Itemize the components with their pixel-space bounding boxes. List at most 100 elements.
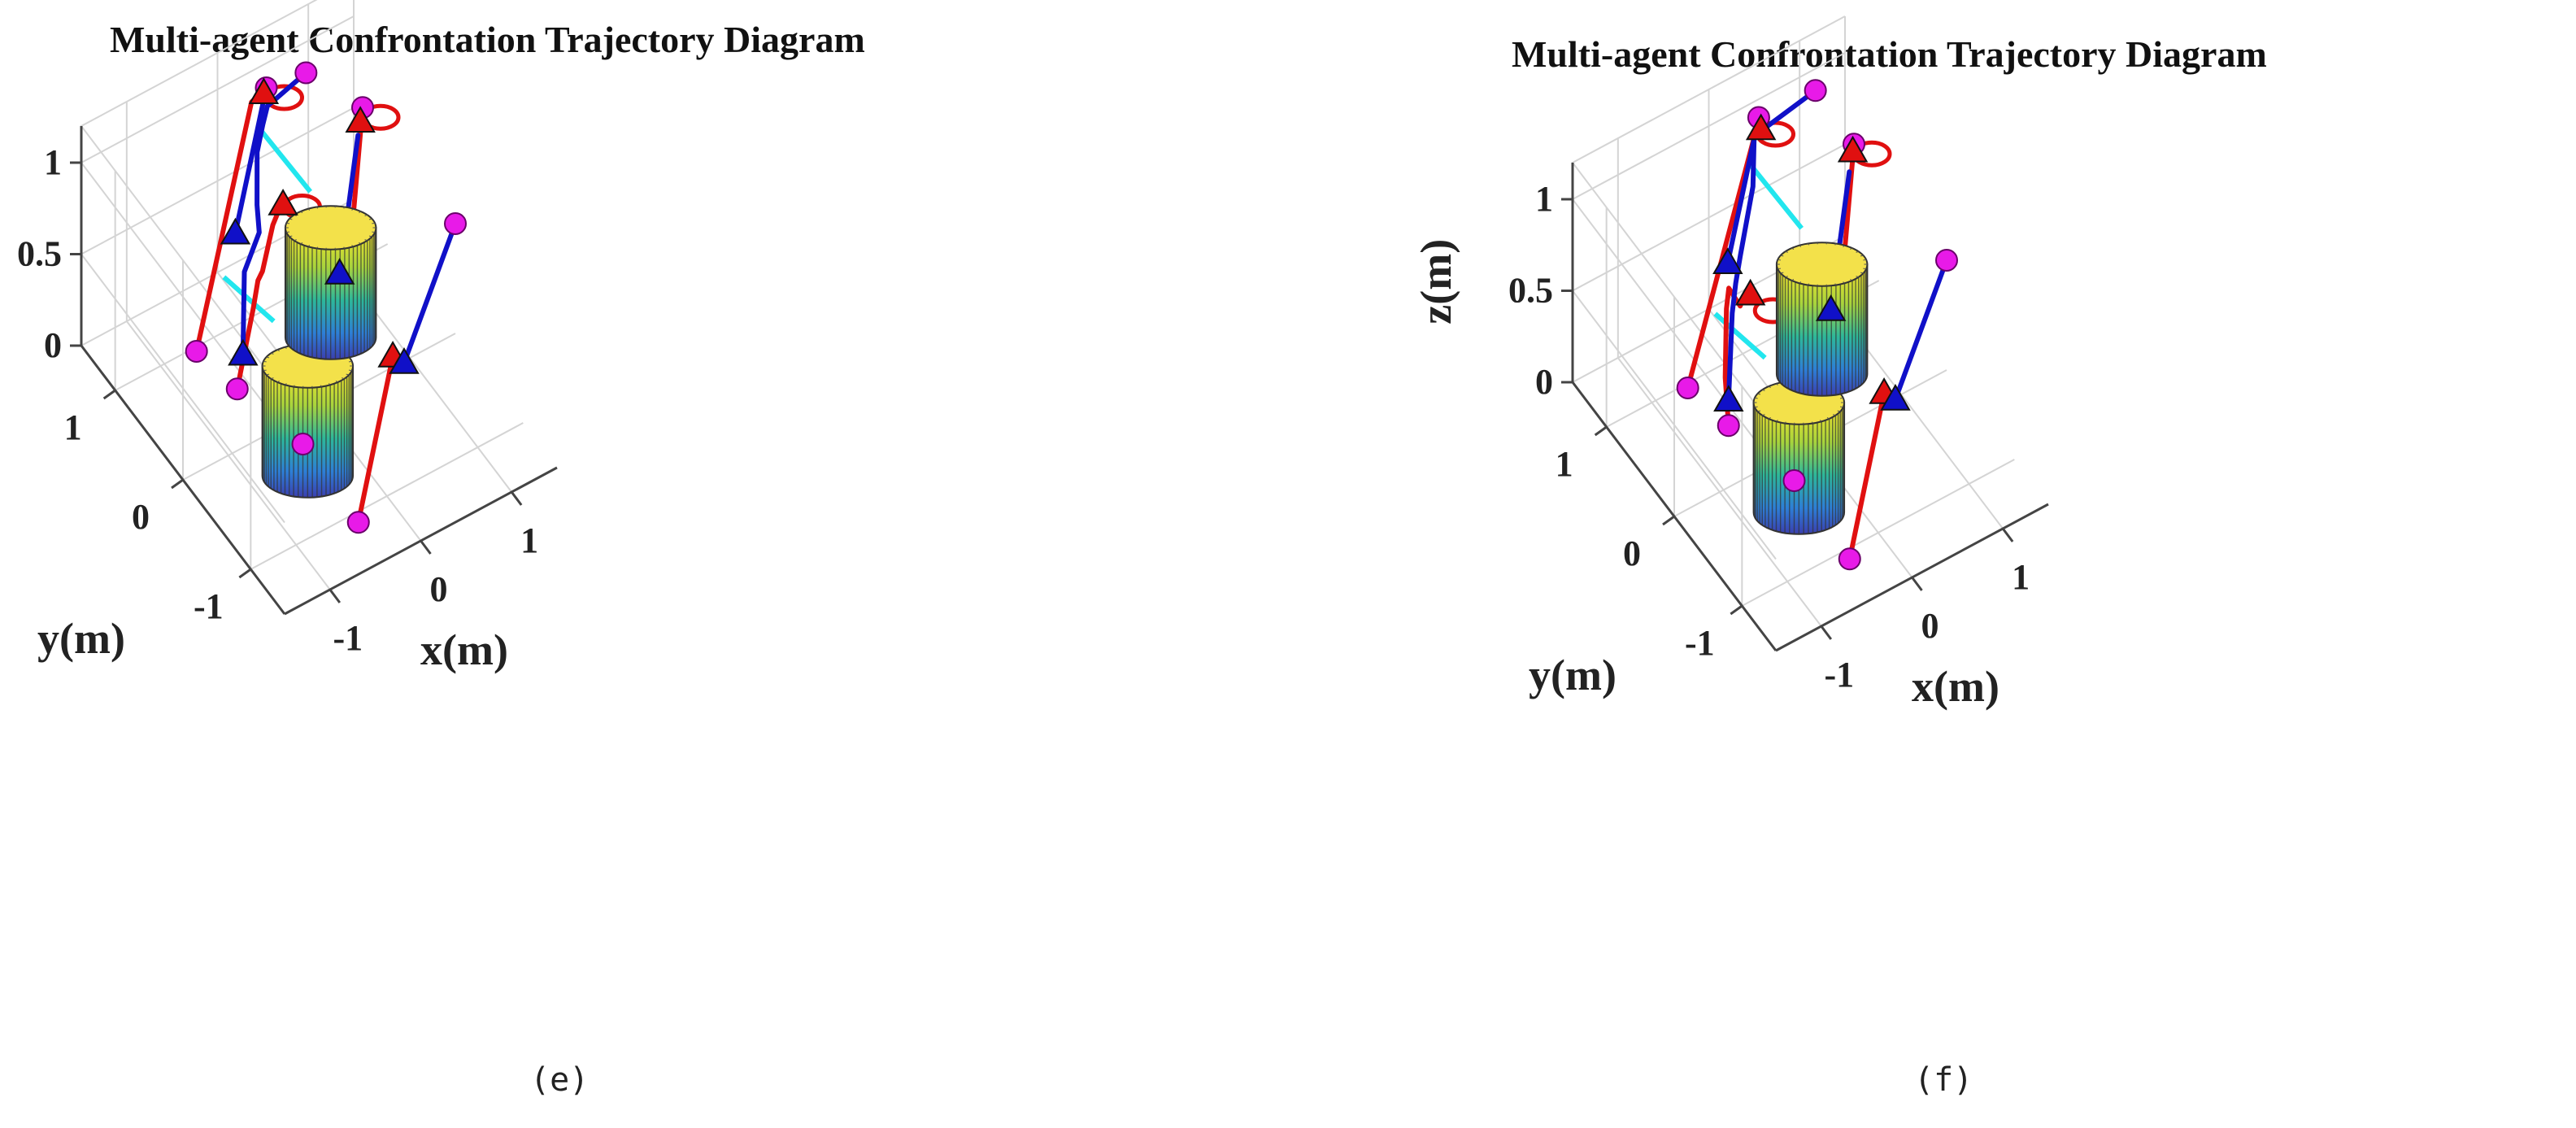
y-tick [238, 568, 252, 579]
chart-title: Multi-agent Confrontation Trajectory Dia… [110, 19, 865, 60]
obstacle-cylinder [1752, 380, 1846, 535]
start-marker [1838, 547, 1861, 571]
cylinder-top-rib [364, 214, 368, 216]
cylinder-top-rib [285, 383, 287, 385]
cylinder-top-rib [343, 207, 346, 209]
cylinder-top-rib [1799, 245, 1802, 247]
start-marker [1676, 377, 1699, 399]
cylinder-top-rib [1833, 414, 1836, 416]
start-marker [1717, 414, 1740, 438]
cylinder-top-rib [346, 373, 350, 376]
cylinder-top-rib [1762, 414, 1765, 416]
end-marker-triangle [1837, 135, 1869, 163]
z-axis-label: z(m) [1412, 239, 1460, 324]
z-tick-label: 0 [1535, 362, 1553, 402]
cylinder-top-rib [1819, 420, 1822, 422]
cyan-segment [1747, 162, 1804, 230]
cylinder-top-rib [271, 352, 274, 355]
start-marker [1782, 469, 1806, 492]
cylinder-top-rib [359, 242, 362, 245]
end-marker-triangle [1815, 294, 1847, 321]
trajectory-blue-front-1 [402, 221, 458, 365]
panel-label: (e) [530, 1061, 590, 1099]
x-tick [2001, 528, 2014, 542]
cylinder-top-rib [289, 218, 293, 220]
end-marker-triangle [1745, 113, 1777, 141]
cylinder-top-rib [266, 373, 270, 376]
y-tick-label: 1 [1556, 444, 1573, 484]
cylinder-top-rib [368, 235, 372, 237]
cylinder-top-rib [300, 211, 303, 213]
cylinder-top-rib [1757, 410, 1761, 412]
cylinder-top-rib [351, 208, 354, 211]
cylinder-top-rib [1768, 385, 1771, 388]
x-tick-label: 1 [520, 520, 538, 560]
z-tick-label: 1 [1535, 179, 1553, 219]
cylinder-top-rib [1791, 279, 1795, 281]
start-marker [1804, 79, 1827, 102]
cylinder-top-rib [1843, 281, 1845, 284]
cylinder-top-rib [271, 377, 274, 380]
z-tick-label: 0.5 [17, 234, 62, 274]
cylinder-top-rib [1860, 272, 1864, 274]
cylinder-top-rib [351, 245, 354, 247]
cylinder-top-rib [289, 235, 293, 237]
cyan-segment [222, 275, 276, 324]
cylinder-top-rib [1850, 279, 1853, 281]
end-marker-triangle [228, 338, 259, 366]
cylinder-top-rib [368, 218, 372, 220]
end-marker-triangle [389, 346, 420, 374]
cylinder-top-rib [1834, 283, 1837, 285]
cylinder-top-rib [342, 377, 345, 380]
trajectory-red-2 [234, 194, 287, 392]
cylinder-top-rib [343, 246, 346, 249]
cylinder-top-rib [316, 207, 319, 209]
cylinder-top-rib [320, 385, 322, 387]
cylinder-top-rib [276, 349, 280, 351]
y-tick-label: 0 [1623, 534, 1641, 573]
cylinder-top-rib [1856, 250, 1859, 253]
trajectory-blue-front-1 [1893, 258, 1949, 402]
panel-e: Multi-agent Confrontation Trajectory Dia… [17, 0, 865, 1099]
cylinder-top-rib [1791, 247, 1795, 250]
cylinder-top-rib [1784, 421, 1786, 424]
obstacle-cylinder [1775, 242, 1869, 397]
cylinder-top-rib [1850, 247, 1853, 250]
y-axis-label: y(m) [1529, 651, 1617, 699]
x-tick [510, 491, 523, 506]
y-tick [171, 478, 184, 490]
cylinder-top-rib [1843, 245, 1845, 247]
y-tick [102, 389, 116, 400]
cylinder-top [1775, 242, 1869, 287]
cylinder-top-rib [285, 346, 287, 349]
end-marker-triangle [1734, 278, 1766, 306]
end-marker-triangle [345, 106, 376, 133]
obstacle-cylinder [261, 343, 355, 499]
start-marker [291, 433, 315, 455]
x-tick [1911, 577, 1923, 591]
cylinder-top-rib [1780, 272, 1784, 274]
cyan-segment [1713, 311, 1767, 360]
z-tick-label: 0 [44, 325, 62, 365]
x-tick-label: 0 [1921, 606, 1939, 646]
cylinder-top-rib [294, 239, 297, 242]
x-axis-label: x(m) [1912, 662, 1999, 711]
trajectory-blue-3 [240, 70, 309, 357]
x-tick [329, 589, 342, 603]
cylinder-top-rib [1826, 417, 1830, 420]
z-tick-label: 1 [44, 142, 62, 182]
cylinder-top-rib [364, 239, 368, 242]
z-tick-label: 0.5 [1508, 271, 1553, 311]
y-tick-label: 0 [132, 497, 150, 537]
x-axis-label: x(m) [420, 625, 508, 674]
trajectory-blue-1 [233, 85, 269, 236]
y-tick-label: -1 [1685, 623, 1715, 663]
cylinder-top-rib [1776, 383, 1778, 385]
x-tick-label: 0 [430, 569, 448, 609]
start-marker [294, 61, 318, 85]
cylinder-top-rib [1776, 420, 1778, 422]
end-marker-triangle [248, 77, 280, 105]
cylinder-top-rib [1860, 255, 1864, 257]
start-marker [346, 511, 370, 534]
